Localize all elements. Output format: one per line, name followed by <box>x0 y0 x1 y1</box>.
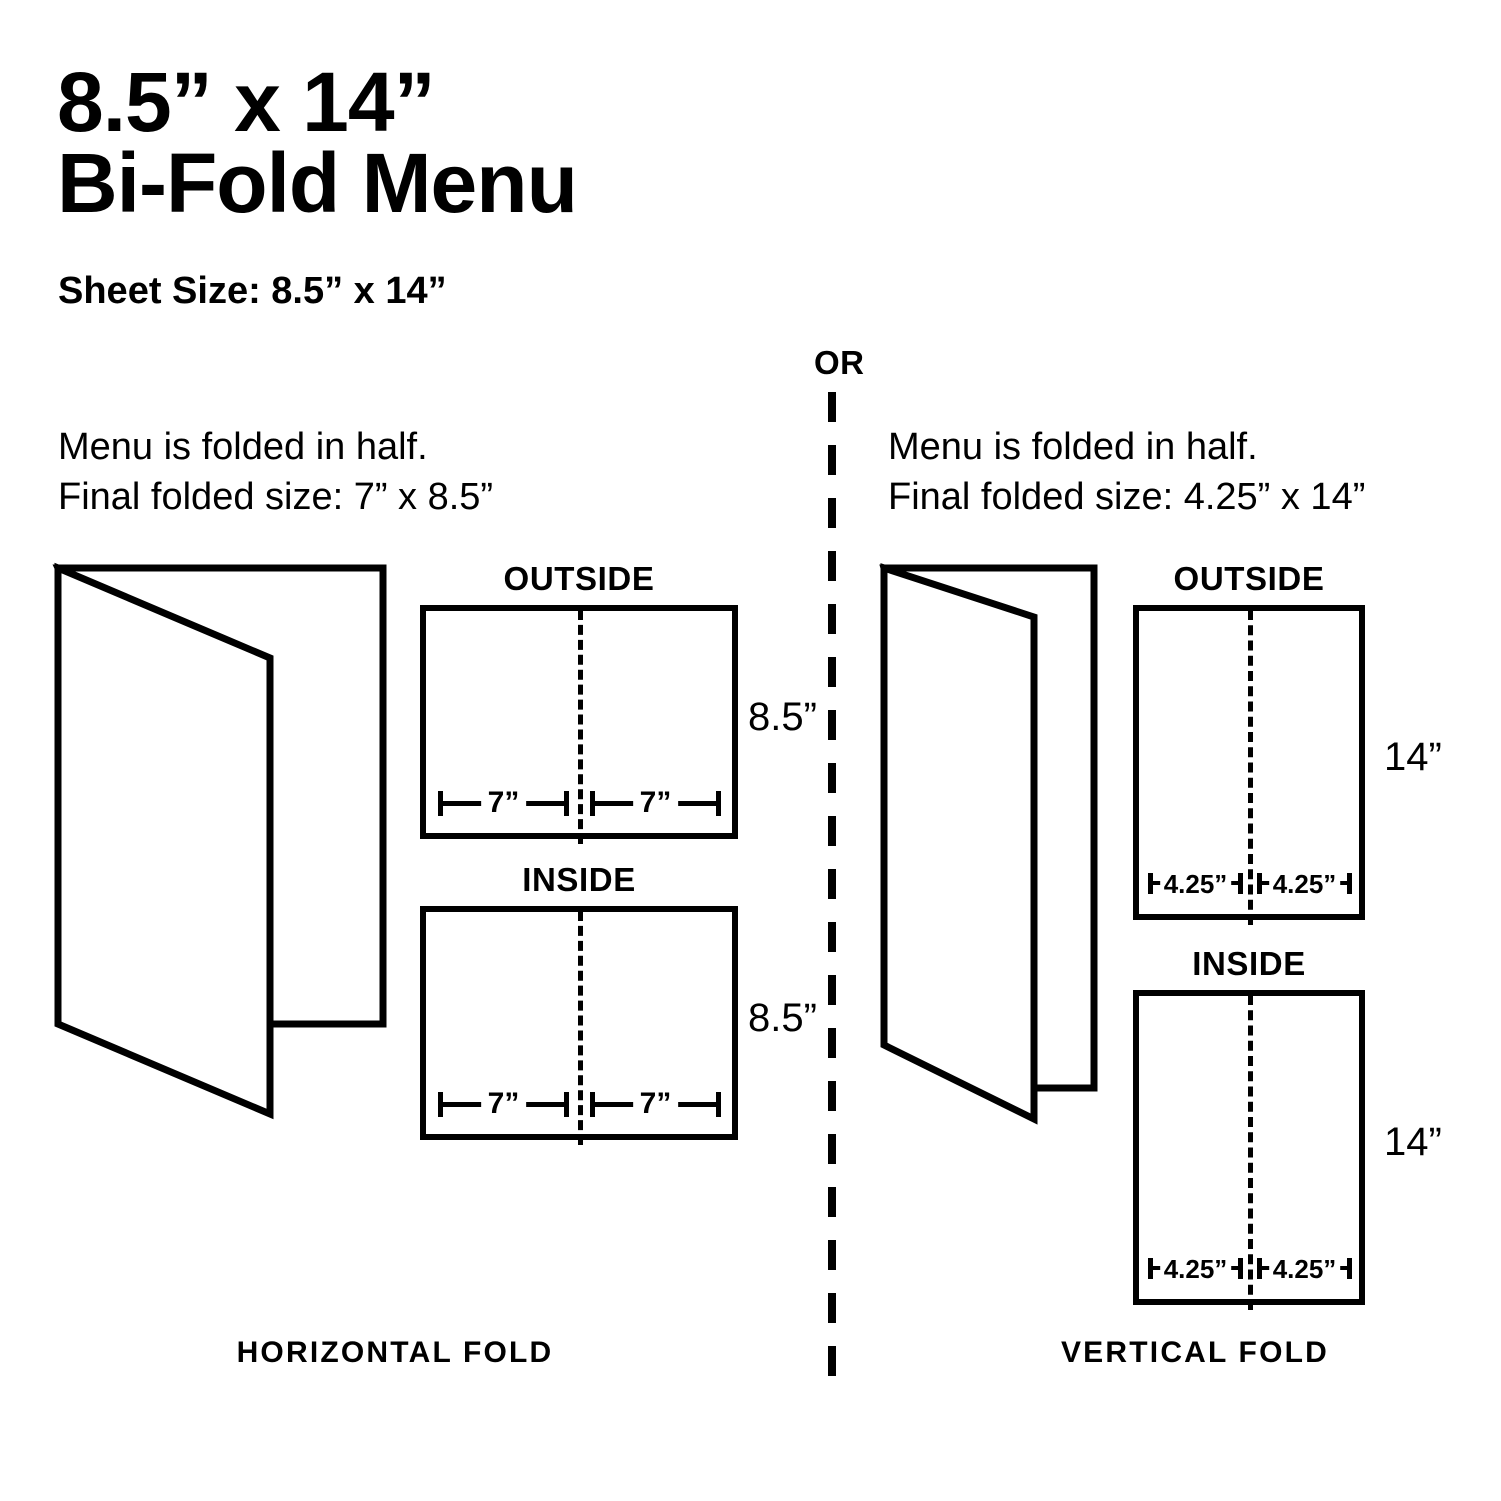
horizontal-inside-height-dim: 8.5” <box>748 996 817 1040</box>
title-line-2: Bi-Fold Menu <box>57 135 578 230</box>
dim-value: 7” <box>632 788 679 818</box>
vertical-inside-fold-line <box>1248 995 1253 1310</box>
vertical-outside-spread: 4.25” 4.25” <box>1133 605 1365 925</box>
vertical-outside-left-width-dim: 4.25” <box>1148 870 1243 897</box>
vertical-inside-spread: 4.25” 4.25” <box>1133 990 1365 1310</box>
vertical-inside-height-dim: 14” <box>1384 1120 1442 1164</box>
vertical-inside-label: INSIDE <box>1192 945 1306 982</box>
dim-value: 7” <box>632 1089 679 1119</box>
dim-value: 4.25” <box>1159 870 1232 897</box>
horizontal-outside-spread: 7” 7” <box>420 605 738 844</box>
sheet-size-label: Sheet Size: 8.5” x 14” <box>58 270 447 312</box>
horizontal-fold-description: Menu is folded in half. Final folded siz… <box>58 426 494 519</box>
vertical-outside-height-dim: 14” <box>1384 735 1442 779</box>
vertical-outside-label: OUTSIDE <box>1173 560 1325 597</box>
horizontal-inside-left-width-dim: 7” <box>438 1089 569 1119</box>
vertical-inside-left-width-dim: 4.25” <box>1148 1255 1243 1282</box>
horizontal-fold-3d-illustration <box>52 562 387 1120</box>
horizontal-fold-caption: HORIZONTAL FOLD <box>236 1336 554 1369</box>
vertical-dashed-divider <box>828 392 836 1376</box>
dim-value: 7” <box>480 1089 527 1119</box>
or-label: OR <box>814 344 865 381</box>
horizontal-outside-height-dim: 8.5” <box>748 695 817 739</box>
horizontal-inside-label: INSIDE <box>522 861 636 898</box>
vertical-outside-right-width-dim: 4.25” <box>1257 870 1352 897</box>
vertical-fold-description: Menu is folded in half. Final folded siz… <box>888 426 1366 519</box>
dim-value: 7” <box>480 788 527 818</box>
vertical-outside-fold-line <box>1248 610 1253 925</box>
horizontal-inside-spread: 7” 7” <box>420 906 738 1145</box>
vertical-inside-right-width-dim: 4.25” <box>1257 1255 1352 1282</box>
horizontal-inside-fold-line <box>578 911 583 1145</box>
horizontal-outside-fold-line <box>578 610 583 844</box>
horizontal-outside-right-width-dim: 7” <box>590 788 721 818</box>
title-line-1: 8.5” x 14” <box>57 55 436 149</box>
vertical-fold-caption: VERTICAL FOLD <box>1060 1336 1330 1369</box>
horizontal-inside-right-width-dim: 7” <box>590 1089 721 1119</box>
dim-value: 4.25” <box>1159 1255 1232 1282</box>
page-title: 8.5” x 14” Bi-Fold Menu <box>57 60 957 230</box>
horizontal-outside-left-width-dim: 7” <box>438 788 569 818</box>
vertical-fold-3d-illustration <box>879 563 1098 1125</box>
horizontal-outside-label: OUTSIDE <box>503 560 655 597</box>
dim-value: 4.25” <box>1268 1255 1341 1282</box>
dim-value: 4.25” <box>1268 870 1341 897</box>
